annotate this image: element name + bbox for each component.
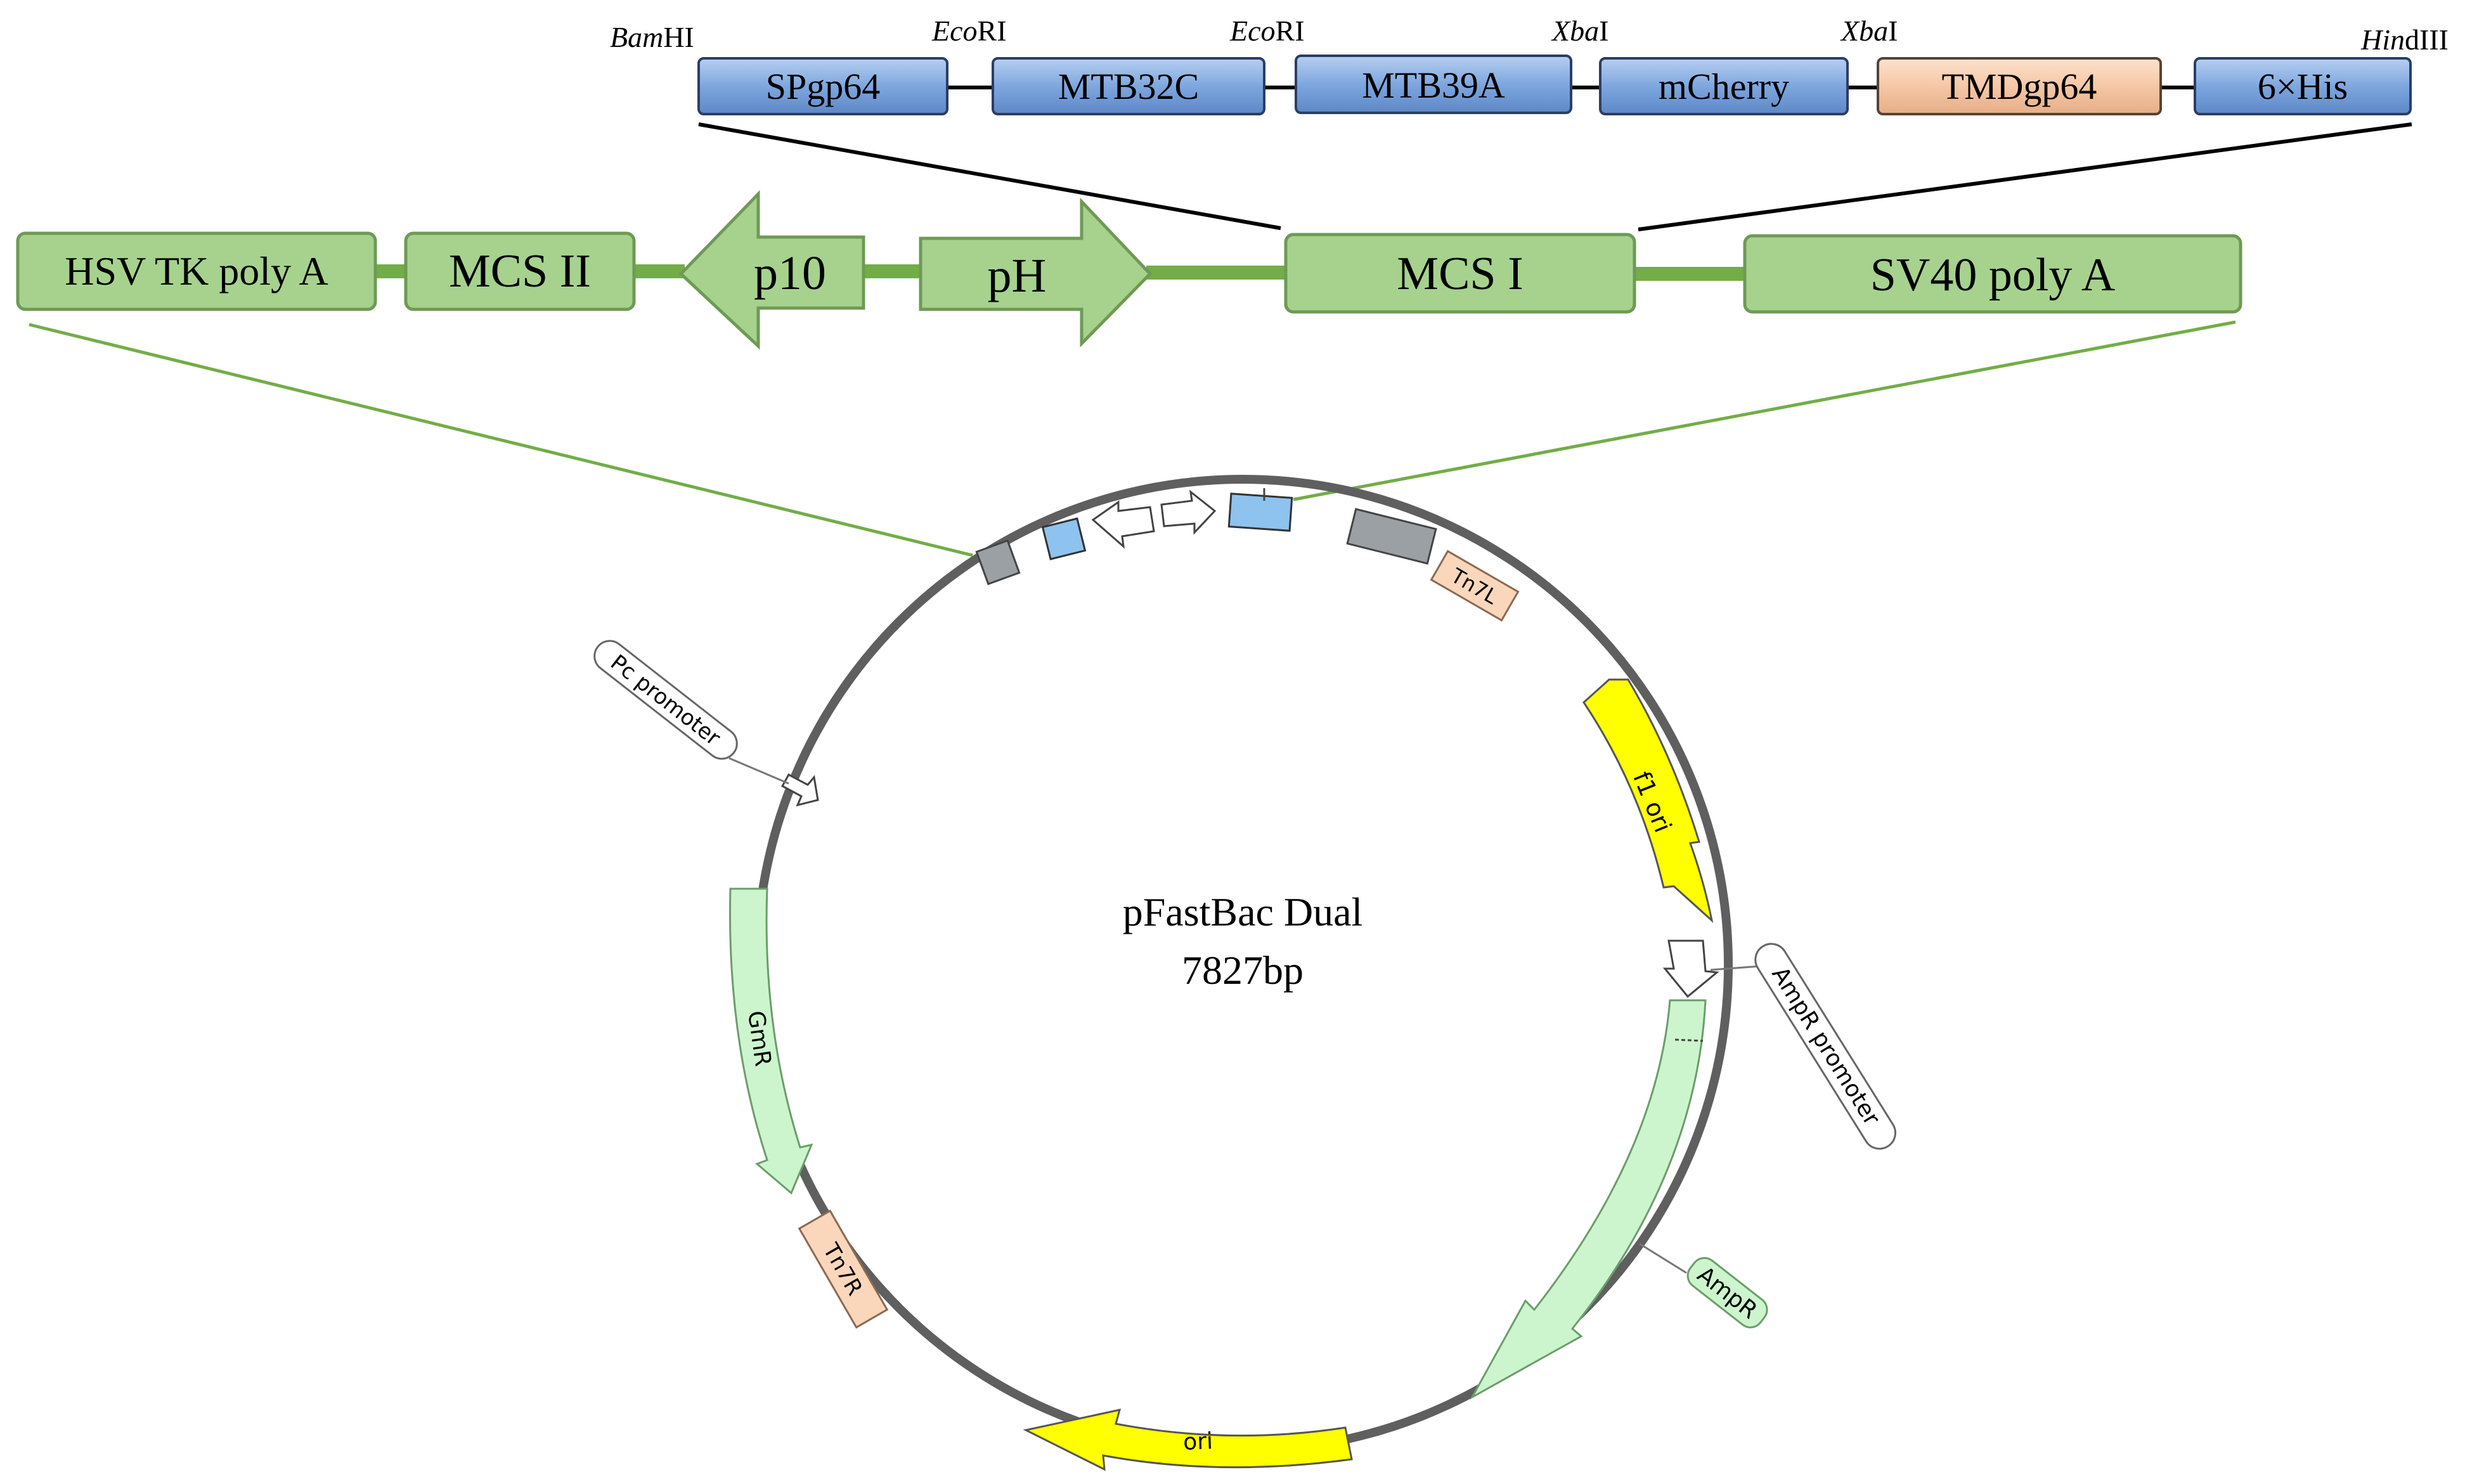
zoom-line-cassette-left — [29, 323, 973, 557]
pc-promoter-arrow — [780, 773, 819, 807]
grey-block-left — [975, 539, 1021, 586]
mcs-blue-block-left — [1041, 517, 1087, 560]
label-pc-promoter: Pc promoter — [593, 640, 738, 760]
p10-small-arrow — [1091, 500, 1155, 549]
site-bamhi: BamHI — [610, 21, 694, 53]
site-xbai-1: XbaI — [1551, 15, 1608, 47]
site-ecori-1: EcoRI — [931, 15, 1007, 47]
ampr-leader — [1639, 1242, 1687, 1274]
expression-cassette: HSV TK poly A MCS II p10 pH MCS I SV40 p… — [16, 190, 2242, 557]
feature-ampr — [1470, 999, 1707, 1400]
site-ecori-2: EcoRI — [1229, 15, 1305, 47]
segment-mtb32c: MTB32C — [992, 57, 1265, 115]
block-sv40-polya: SV40 poly A — [1743, 234, 2242, 314]
segment-label: mCherry — [1659, 66, 1789, 107]
zoom-line-left — [698, 122, 1281, 230]
feature-tn7l: Tn7L — [1430, 550, 1520, 622]
segment-mtb39a: MTB39A — [1295, 55, 1572, 114]
block-label: HSV TK poly A — [65, 248, 328, 294]
segment-label: 6×His — [2258, 66, 2348, 107]
segment-label: SPgp64 — [766, 66, 881, 107]
feature-ori: ori — [1023, 1409, 1353, 1471]
block-hsv-tk-polya: HSV TK poly A — [16, 231, 377, 311]
feature-label: Pc promoter — [605, 650, 725, 751]
block-mcs-i: MCS I — [1284, 233, 1636, 314]
block-label: MCS II — [449, 245, 591, 297]
block-label: pH — [988, 249, 1047, 302]
zoom-line-cassette-right — [1293, 320, 2236, 501]
site-hindiii: HindIII — [2360, 23, 2449, 56]
feature-label: AmpR promoter — [1766, 962, 1884, 1130]
plasmid-name: pFastBac Dual — [1123, 889, 1363, 934]
grey-block-right — [1346, 508, 1437, 565]
segment-spgp64: SPgp64 — [697, 57, 948, 115]
block-label: p10 — [754, 247, 826, 300]
segment-mcherry: mCherry — [1599, 57, 1849, 115]
zoom-line-right — [1638, 122, 2412, 231]
feature-gmr: GmR — [728, 887, 813, 1195]
segment-label: MTB39A — [1362, 65, 1505, 106]
label-ampr-promoter: AmpR promoter — [1754, 943, 1896, 1150]
segment-label: TMDgp64 — [1942, 66, 2097, 107]
segment-tmdgp64: TMDgp64 — [1877, 57, 2162, 115]
label-ampr: AmpR — [1686, 1256, 1768, 1329]
ampr-promoter-arrow — [1662, 939, 1719, 998]
plasmid-map: Tn7L f1 ori AmpR promoter AmpR ori — [593, 475, 1896, 1471]
site-xbai-2: XbaI — [1840, 15, 1898, 47]
ph-small-arrow — [1160, 489, 1217, 535]
promoter-ph-arrow: pH — [919, 197, 1153, 348]
feature-label: ori — [1182, 1428, 1213, 1455]
ampr-promoter-leader — [1710, 965, 1762, 971]
block-label: SV40 poly A — [1870, 249, 2116, 301]
block-mcs-ii: MCS II — [404, 231, 636, 311]
pc-promoter-leader — [728, 757, 789, 785]
feature-f1-ori: f1 ori — [1582, 678, 1714, 924]
block-label: MCS I — [1397, 248, 1523, 300]
promoter-p10-arrow: p10 — [678, 190, 865, 350]
segment-6xhis: 6×His — [2194, 57, 2412, 115]
feature-tn7r: Tn7R — [798, 1210, 889, 1329]
plasmid-size: 7827bp — [1182, 948, 1304, 993]
insert-construct: SPgp64 MTB32C MTB39A mCherry TMDgp64 6×H… — [610, 15, 2449, 231]
mcs-blue-block-right — [1227, 493, 1293, 532]
segment-label: MTB32C — [1058, 66, 1199, 107]
